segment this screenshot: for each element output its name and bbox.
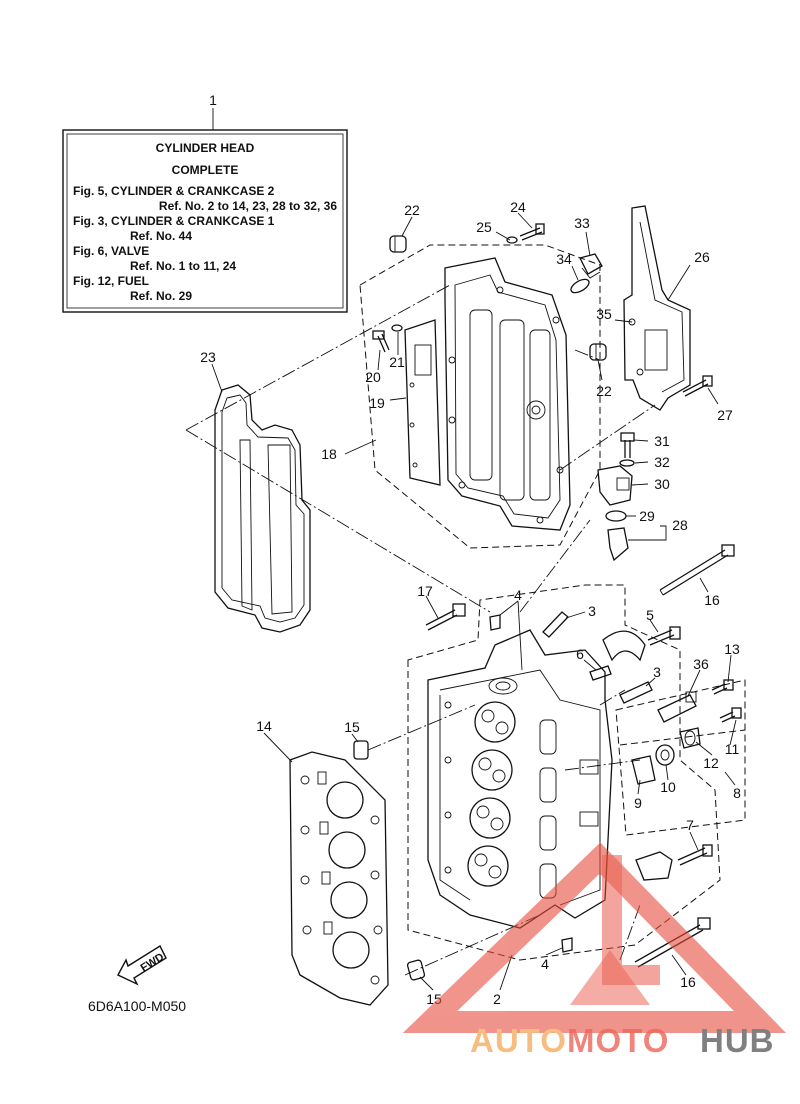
callout-label: 23 xyxy=(200,349,216,365)
box-ref-fig6-nums: Ref. No. 1 to 11, 24 xyxy=(130,259,236,273)
callout-label: 31 xyxy=(654,433,670,449)
watermark-logo-icon xyxy=(402,842,787,1033)
callout-label: 10 xyxy=(660,779,676,795)
box-ref-fig3-nums: Ref. No. 44 xyxy=(130,229,192,243)
box-ref-fig3: Fig. 3, CYLINDER & CRANKCASE 1 xyxy=(73,214,275,228)
watermark-hub: HUB xyxy=(700,1022,775,1059)
callout-label: 1 xyxy=(209,92,217,108)
callout-label: 4 xyxy=(541,956,549,972)
callout-label: 15 xyxy=(344,719,360,735)
callout-label: 36 xyxy=(693,656,709,672)
callout-label: 20 xyxy=(365,369,381,385)
box-ref-fig5-nums: Ref. No. 2 to 14, 23, 28 to 32, 36 xyxy=(159,199,337,213)
callout-label: 32 xyxy=(654,454,670,470)
callout-label: 21 xyxy=(389,354,405,370)
callout-label: 19 xyxy=(369,395,385,411)
callout-label: 6 xyxy=(576,646,584,662)
callout-label: 29 xyxy=(639,508,655,524)
box-ref-fig12: Fig. 12, FUEL xyxy=(73,274,149,288)
fwd-arrow-icon: FWD xyxy=(117,944,167,986)
box-ref-fig5: Fig. 5, CYLINDER & CRANKCASE 2 xyxy=(73,184,275,198)
callout-label: 3 xyxy=(653,664,661,680)
callout-label: 25 xyxy=(476,219,492,235)
callout-label: 33 xyxy=(574,215,590,231)
callout-label: 2 xyxy=(493,991,501,1007)
callout-label: 8 xyxy=(733,785,741,801)
box-title-line1: CYLINDER HEAD xyxy=(156,141,255,155)
callout-label: 35 xyxy=(596,306,612,322)
callout-label: 28 xyxy=(672,517,688,533)
watermark-moto: MOTO xyxy=(567,1022,669,1059)
callout-label: 22 xyxy=(596,383,612,399)
callout-label: 30 xyxy=(654,476,670,492)
callout-label: 24 xyxy=(510,199,526,215)
cylinder-head-cover xyxy=(444,257,571,531)
cylinder-head-block xyxy=(427,629,613,929)
box-ref-fig12-nums: Ref. No. 29 xyxy=(130,289,192,303)
box-ref-fig6: Fig. 6, VALVE xyxy=(73,244,149,258)
box-title-line2: COMPLETE xyxy=(172,163,239,177)
callout-label: 4 xyxy=(514,587,522,603)
bracket-part xyxy=(623,205,691,411)
callout-label: 26 xyxy=(694,249,710,265)
callout-label: 11 xyxy=(725,741,740,757)
callout-label: 34 xyxy=(556,251,572,267)
callout-label: 7 xyxy=(686,817,694,833)
cover-side-plate xyxy=(404,319,441,486)
leader-lines xyxy=(211,212,737,991)
callout-label: 22 xyxy=(404,202,420,218)
callout-label: 5 xyxy=(646,607,654,623)
group-outlines xyxy=(359,244,746,961)
callout-label: 9 xyxy=(634,795,642,811)
automotohub-watermark: AUTO MOTO HUB xyxy=(402,842,787,1059)
cylinder-head-info-box: 1 CYLINDER HEAD COMPLETE Fig. 5, CYLINDE… xyxy=(62,92,348,313)
callout-label: 27 xyxy=(717,407,733,423)
callout-label: 16 xyxy=(704,592,720,608)
callout-numbers: 22 24 25 33 34 26 35 22 27 23 21 20 19 1… xyxy=(200,199,741,1007)
diagram-code: 6D6A100-M050 xyxy=(88,998,186,1014)
head-gasket xyxy=(289,751,389,1006)
callout-label: 14 xyxy=(256,718,272,734)
callout-label: 17 xyxy=(417,583,433,599)
callout-label: 18 xyxy=(321,446,337,462)
callout-label: 12 xyxy=(703,755,719,771)
combustion-chambers xyxy=(467,701,516,887)
callout-label: 3 xyxy=(588,603,596,619)
cover-gasket xyxy=(214,384,311,633)
watermark-auto: AUTO xyxy=(470,1022,567,1059)
callout-label: 13 xyxy=(724,641,740,657)
callout-label: 16 xyxy=(680,974,696,990)
